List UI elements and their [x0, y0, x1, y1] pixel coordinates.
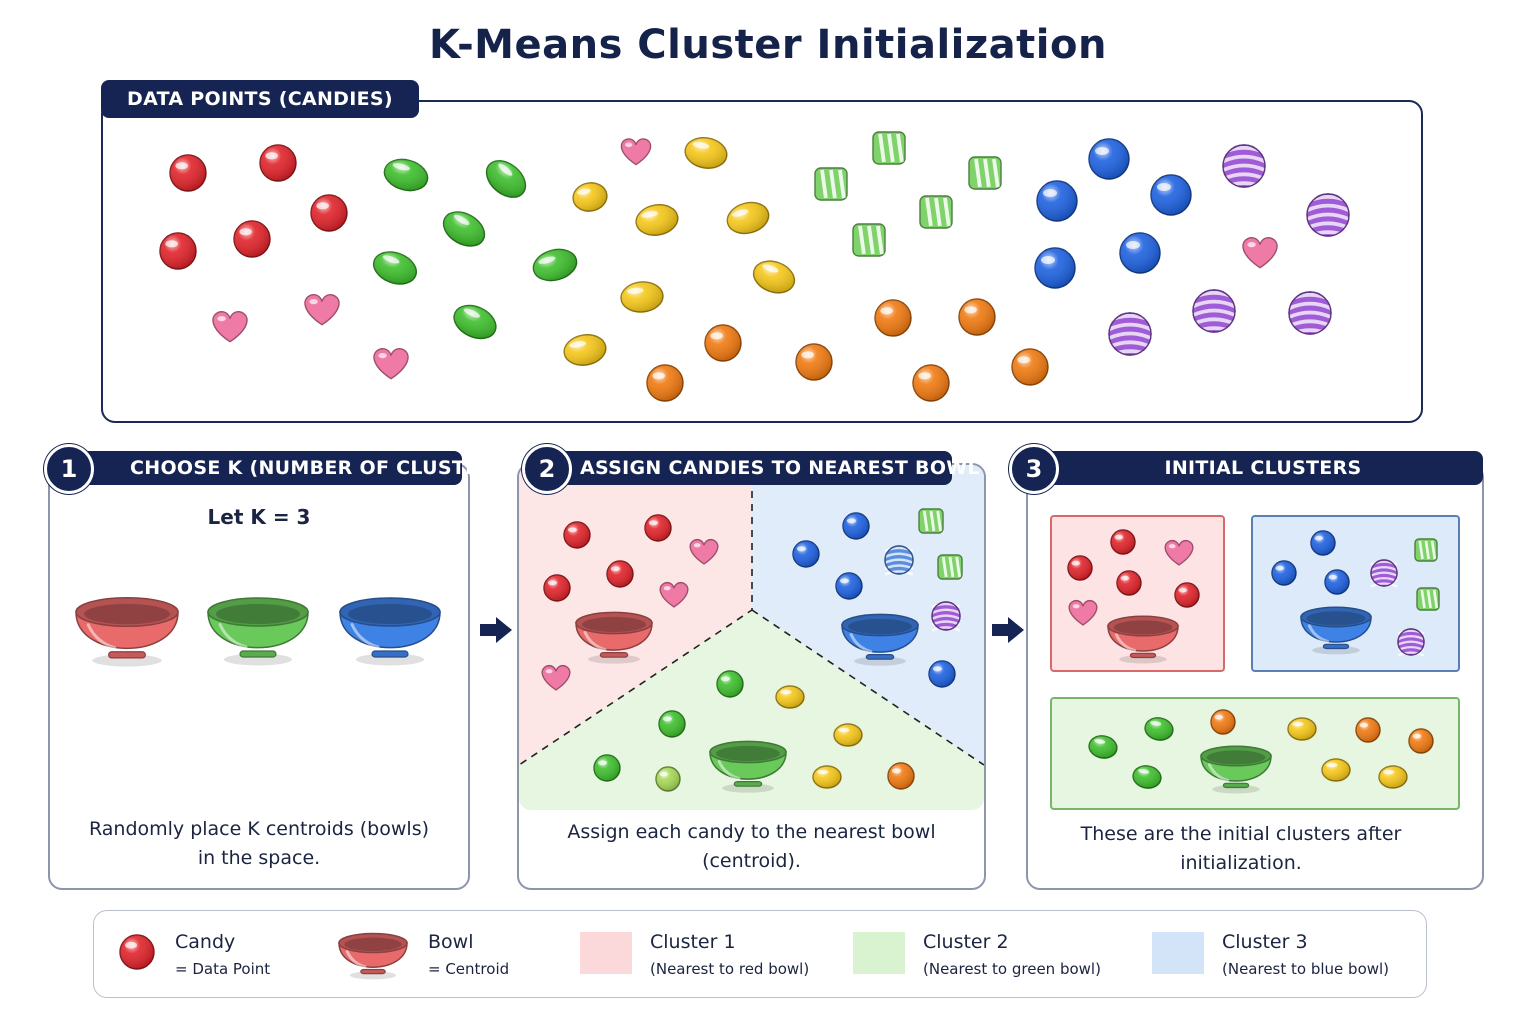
legend-panel [93, 910, 1427, 998]
legend-cluster3-swatch [1152, 932, 1204, 974]
step1-caption-line1: Randomly place K centroids (bowls) [88, 818, 430, 840]
legend-cluster1-title: Cluster 1 [650, 931, 736, 953]
data-points-label: DATA POINTS (CANDIES) [101, 80, 419, 118]
cluster2-box [1050, 697, 1460, 810]
arrow-right-icon [992, 617, 1024, 643]
step2-number: 2 [522, 444, 572, 494]
legend-bowl-title: Bowl [428, 931, 474, 953]
legend-cluster2-swatch [853, 932, 905, 974]
cluster2-region [519, 610, 984, 810]
step3-number: 3 [1009, 444, 1059, 494]
cluster3-box [1251, 515, 1460, 672]
step2-caption: Assign each candy to the nearest bowl (c… [517, 818, 986, 876]
step3-caption: These are the initial clusters after ini… [1026, 820, 1456, 878]
legend-candy-title: Candy [175, 931, 236, 953]
legend-cluster3-sub: (Nearest to blue bowl) [1222, 960, 1390, 978]
legend-bowl-sub: = Centroid [428, 960, 510, 978]
step1-caption-line2: in the space. [197, 847, 321, 869]
step3-label: INITIAL CLUSTERS [1033, 451, 1483, 485]
step1-caption: Randomly place K centroids (bowls) in th… [48, 815, 470, 873]
legend-candy-sub: = Data Point [175, 960, 271, 978]
cluster1-box [1050, 515, 1225, 672]
step1-panel [48, 463, 470, 890]
legend-cluster3-title: Cluster 3 [1222, 931, 1308, 953]
step3-caption-line1: These are the initial clusters after [1080, 823, 1402, 845]
step2-caption-line1: Assign each candy to the nearest bowl [567, 821, 936, 843]
legend-cluster2-sub: (Nearest to green bowl) [923, 960, 1101, 978]
step1-label: CHOOSE K (NUMBER OF CLUSTERS) [72, 451, 516, 485]
arrow-right-icon [480, 617, 512, 643]
step3-caption-line2: initialization. [1180, 852, 1302, 874]
step1-number: 1 [44, 444, 94, 494]
step2-label: ASSIGN CANDIES TO NEAREST BOWL [540, 451, 980, 485]
legend-cluster1-sub: (Nearest to red bowl) [650, 960, 810, 978]
legend-cluster2-title: Cluster 2 [923, 931, 1009, 953]
let-k-label: Let K = 3 [207, 505, 311, 529]
legend-cluster1-swatch [580, 932, 632, 974]
step2-caption-line2: (centroid). [702, 850, 801, 872]
page-title: K-Means Cluster Initialization [429, 22, 1107, 68]
boundary-line [519, 465, 984, 766]
